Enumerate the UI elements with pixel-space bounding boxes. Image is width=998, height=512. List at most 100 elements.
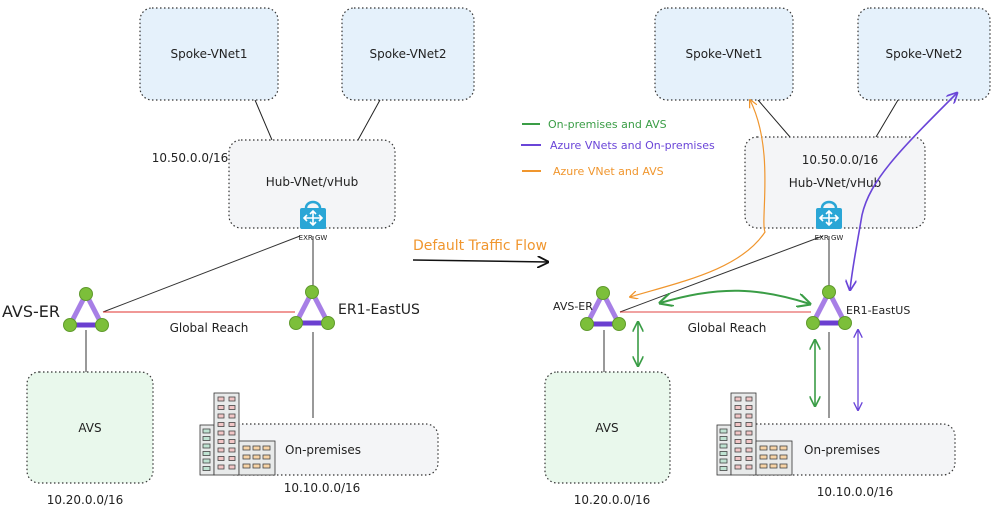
- building-window: [228, 405, 236, 410]
- global-reach-label: Global Reach: [170, 321, 249, 335]
- building-window: [242, 463, 251, 469]
- building-window: [228, 430, 236, 436]
- building-window: [734, 439, 742, 444]
- building-icon: [199, 392, 276, 476]
- building-window: [202, 458, 211, 464]
- building-window: [217, 422, 225, 427]
- building-window: [734, 396, 742, 402]
- building-window: [217, 396, 225, 402]
- building-window: [242, 445, 251, 451]
- building-window: [734, 456, 742, 461]
- hub-cidr: 10.50.0.0/16: [802, 153, 879, 167]
- building-window: [217, 430, 225, 436]
- building-window: [745, 430, 753, 436]
- building-window: [719, 466, 728, 471]
- legend-label-onprem-avs: On-premises and AVS: [548, 118, 667, 131]
- default-traffic-flow-title: Default Traffic Flow: [413, 238, 547, 254]
- building-window: [202, 466, 211, 471]
- building-icon: [716, 392, 793, 476]
- hub-vnet-label: Hub-VNet/vHub: [266, 175, 359, 189]
- building-window: [719, 451, 728, 456]
- building-window: [719, 443, 728, 449]
- building-window: [734, 447, 742, 453]
- building-window: [769, 463, 778, 469]
- building-window: [745, 396, 753, 402]
- building-window: [252, 463, 261, 469]
- er1-label: ER1-EastUS: [338, 302, 420, 318]
- legend-label-vnet-avs: Azure VNet and AVS: [553, 165, 664, 178]
- building-window: [719, 458, 728, 464]
- building-window: [745, 439, 753, 444]
- link-spoke2-hub: [875, 99, 899, 138]
- onprem-label: On-premises: [804, 443, 880, 457]
- building-window: [759, 445, 768, 451]
- building-window: [779, 463, 788, 469]
- link-spoke1-hub: [254, 99, 273, 141]
- gateway-label: EXR GW: [299, 234, 328, 242]
- building-window: [202, 451, 211, 456]
- building-window: [719, 436, 728, 441]
- building-window: [217, 405, 225, 410]
- building-window: [769, 454, 778, 460]
- building-window: [745, 464, 753, 470]
- er1-circuit-icon: [807, 286, 852, 330]
- flow-arrow: [412, 260, 548, 262]
- building-window: [779, 445, 788, 451]
- building-window: [228, 413, 236, 419]
- building-window: [217, 456, 225, 461]
- building-window: [202, 428, 211, 434]
- building-window: [252, 445, 261, 451]
- link-gw-avs-er: [102, 235, 301, 313]
- avs-box: [544, 371, 671, 484]
- gateway-label: EXR GW: [815, 234, 844, 242]
- legend: On-premises and AVS Azure VNets and On-p…: [521, 118, 715, 178]
- building-window: [252, 454, 261, 460]
- building-window: [242, 454, 251, 460]
- building-window: [228, 439, 236, 444]
- spoke-vnet2-box: [857, 7, 991, 101]
- building-window: [745, 405, 753, 410]
- building-window: [202, 436, 211, 441]
- building-window: [262, 454, 271, 460]
- building-window: [228, 447, 236, 453]
- building-window: [759, 454, 768, 460]
- avs-er-circuit-icon: [64, 288, 109, 332]
- building-window: [228, 464, 236, 470]
- spoke-vnet2-box: [341, 7, 475, 101]
- building-window: [217, 464, 225, 470]
- flow-vnets-onprem-top: [850, 93, 957, 290]
- building-window: [745, 456, 753, 461]
- building-window: [734, 422, 742, 427]
- building-window: [719, 428, 728, 434]
- building-window: [262, 463, 271, 469]
- building-window: [779, 454, 788, 460]
- building-window: [217, 439, 225, 444]
- building-window: [734, 430, 742, 436]
- left-diagram: Spoke-VNet1 Spoke-VNet2 Hub-VNet/vHub 10…: [2, 7, 475, 507]
- spoke-vnet1-label: Spoke-VNet1: [685, 47, 762, 61]
- avs-cidr: 10.20.0.0/16: [574, 493, 651, 507]
- avs-er-label: AVS-ER: [553, 300, 593, 313]
- link-spoke1-hub: [757, 99, 791, 138]
- building-window: [217, 447, 225, 453]
- building-window: [745, 447, 753, 453]
- building-window: [734, 464, 742, 470]
- hub-cidr: 10.50.0.0/16: [152, 151, 229, 165]
- building-window: [202, 443, 211, 449]
- avs-label: AVS: [595, 421, 618, 435]
- spoke-vnet1-label: Spoke-VNet1: [170, 47, 247, 61]
- hub-vnet-label: Hub-VNet/vHub: [789, 176, 882, 190]
- er1-label: ER1-EastUS: [846, 304, 910, 317]
- onprem-label: On-premises: [285, 443, 361, 457]
- building-window: [228, 422, 236, 427]
- building-window: [745, 413, 753, 419]
- building-window: [745, 422, 753, 427]
- global-reach-label: Global Reach: [688, 321, 767, 335]
- avs-er-label: AVS-ER: [2, 302, 60, 321]
- building-window: [759, 463, 768, 469]
- onprem-cidr: 10.10.0.0/16: [817, 485, 894, 499]
- building-window: [262, 445, 271, 451]
- flow-azure-vnet-avs: [630, 100, 766, 297]
- onprem-box: [739, 423, 956, 476]
